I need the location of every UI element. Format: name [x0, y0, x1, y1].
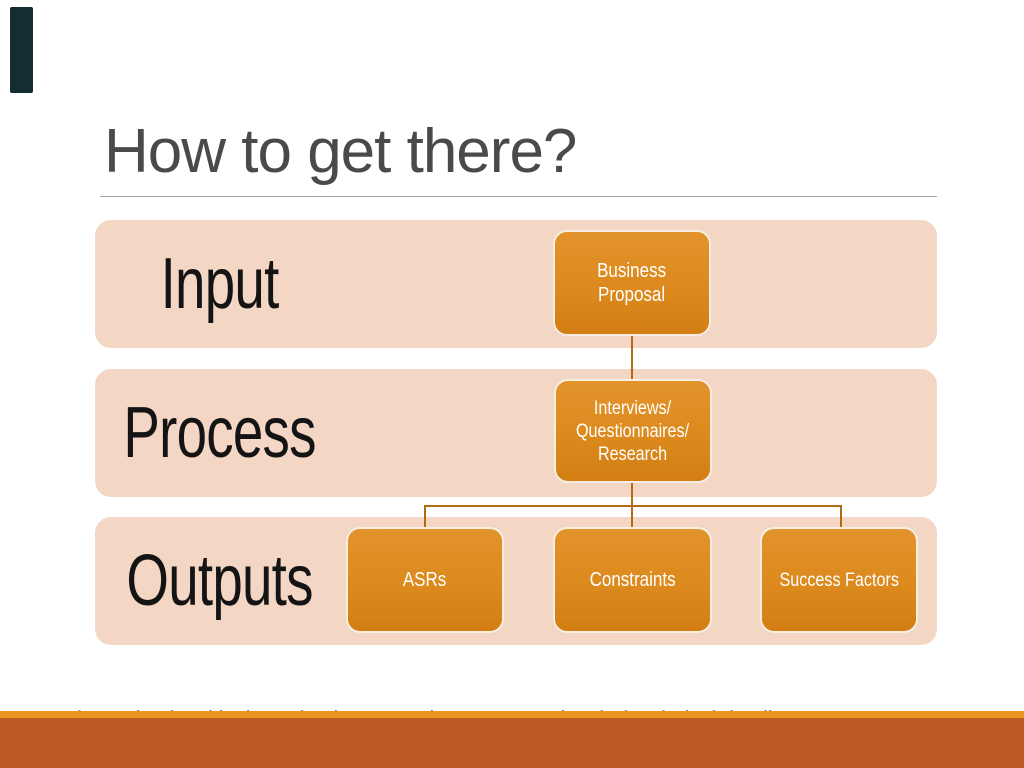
band-process: [95, 369, 937, 497]
node-business-proposal-text: Business Proposal: [598, 259, 667, 307]
node-asrs-text: ASRs: [403, 568, 446, 592]
node-line: ASRs: [403, 569, 447, 591]
band-input: [95, 220, 937, 348]
node-asrs: ASRs: [346, 527, 504, 633]
node-interviews-text: Interviews/ Questionnaires/ Research: [576, 397, 689, 466]
node-constraints-text: Constraints: [590, 568, 676, 592]
page-title: How to get there?: [104, 117, 577, 186]
band-input-label: Input: [95, 220, 345, 348]
band-input-label-text: Input: [161, 244, 280, 324]
connector-branch-horizontal: [424, 505, 842, 507]
connector-branch-right-drop: [840, 505, 842, 528]
node-line: Proposal: [598, 284, 666, 306]
corner-accent-bar: [10, 7, 33, 93]
band-process-label: Process: [95, 369, 345, 497]
node-line: Research: [598, 443, 668, 465]
node-line: Constraints: [589, 569, 676, 591]
footer-bar: [0, 718, 1024, 768]
node-line: Questionnaires/: [576, 420, 690, 442]
connector-business-to-interviews: [631, 336, 633, 379]
band-outputs-label-text: Outputs: [126, 541, 314, 621]
node-interviews-questionnaires-research: Interviews/ Questionnaires/ Research: [554, 379, 712, 483]
footer-accent-strip: [0, 711, 1024, 718]
connector-branch-left-drop: [424, 505, 426, 528]
band-process-label-text: Process: [123, 393, 317, 473]
node-line: Business: [597, 260, 667, 282]
band-outputs-label: Outputs: [95, 517, 345, 645]
title-divider: [100, 196, 937, 197]
node-line: Interviews/: [594, 397, 672, 419]
node-line: Success Factors: [779, 569, 899, 591]
node-success-factors: Success Factors: [760, 527, 918, 633]
node-constraints: Constraints: [553, 527, 712, 633]
node-success-factors-text: Success Factors: [779, 569, 898, 592]
node-business-proposal: Business Proposal: [553, 230, 711, 336]
